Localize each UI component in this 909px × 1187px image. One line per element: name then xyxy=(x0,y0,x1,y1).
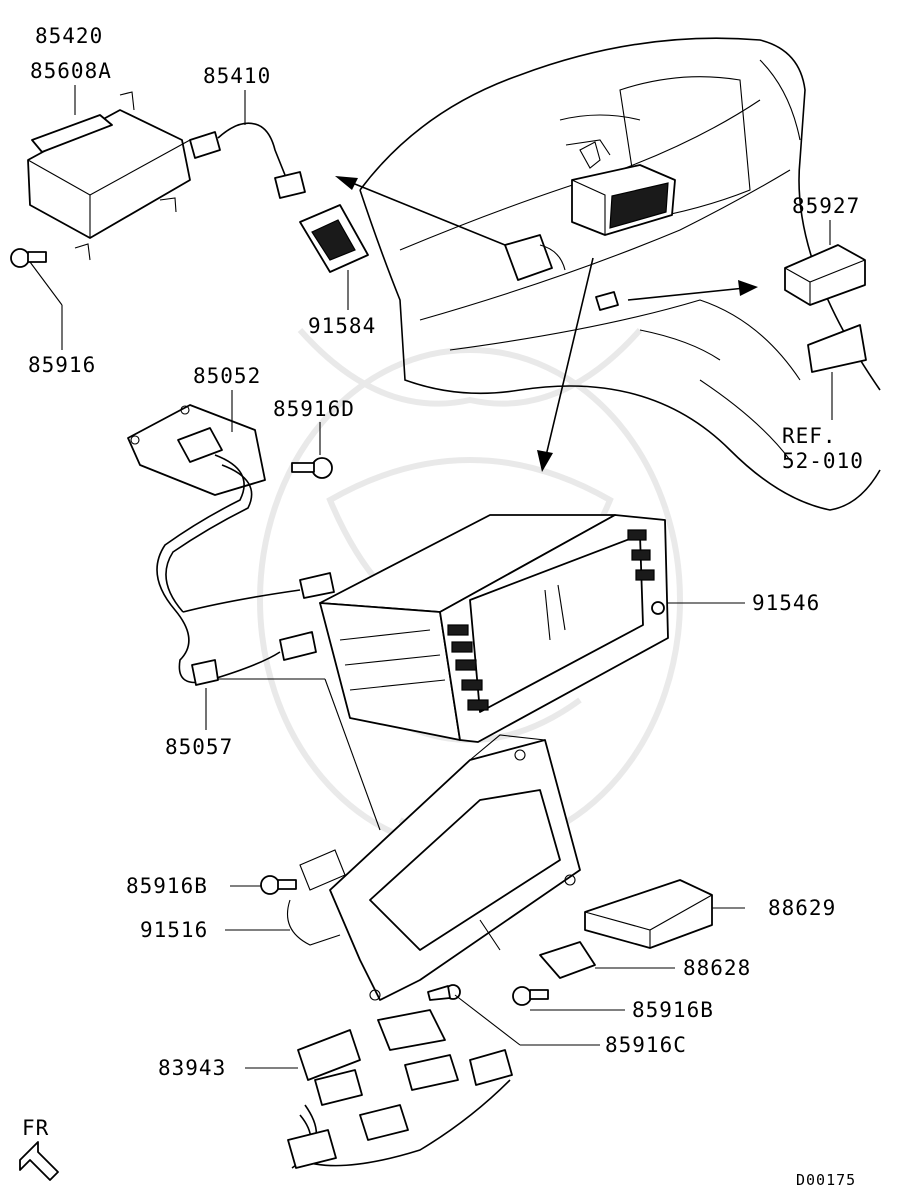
socket-91584 xyxy=(299,204,369,273)
label-88628: 88628 xyxy=(683,956,751,980)
label-88629: 88629 xyxy=(768,896,836,920)
label-85052: 85052 xyxy=(193,364,261,388)
screw-85916B-left xyxy=(260,875,297,895)
pointer-arrows xyxy=(335,176,758,472)
callout-labels: 85420 85608A 85410 85916 91584 85927 REF… xyxy=(22,24,864,1187)
bracket-frame-91516 xyxy=(286,734,581,1001)
label-85916: 85916 xyxy=(28,353,96,377)
module-85420 xyxy=(27,91,191,261)
dash-mounted-unit xyxy=(504,139,676,311)
label-85608A: 85608A xyxy=(30,59,112,83)
screw-85916C xyxy=(427,984,461,1001)
label-91584: 91584 xyxy=(308,314,376,338)
head-unit-91546 xyxy=(319,514,669,743)
label-85916C: 85916C xyxy=(605,1033,687,1057)
label-fr: FR xyxy=(22,1116,49,1140)
label-91516: 91516 xyxy=(140,918,208,942)
bracket-85052 xyxy=(127,404,266,496)
harness-85057 xyxy=(156,454,335,686)
screw-85916D xyxy=(291,457,333,479)
screw-85916 xyxy=(10,248,47,268)
label-ref-number: 52-010 xyxy=(782,449,864,473)
label-85916B-right: 85916B xyxy=(632,998,714,1022)
label-85410: 85410 xyxy=(203,64,271,88)
label-ref: REF. xyxy=(782,424,837,448)
label-85916D: 85916D xyxy=(273,397,355,421)
cable-85410 xyxy=(189,122,306,199)
label-83943: 83943 xyxy=(158,1056,226,1080)
label-85420: 85420 xyxy=(35,24,103,48)
screw-85916B-right xyxy=(512,986,549,1006)
label-91546: 91546 xyxy=(752,591,820,615)
label-85916B-left: 85916B xyxy=(126,874,208,898)
bracket-88628 xyxy=(539,941,596,979)
harness-83943 xyxy=(287,1009,513,1169)
label-85927: 85927 xyxy=(792,194,860,218)
module-88629 xyxy=(584,879,713,949)
leader-lines xyxy=(29,85,833,1069)
diagram-code: D00175 xyxy=(796,1171,856,1187)
label-85057: 85057 xyxy=(165,735,233,759)
relay-85927 xyxy=(784,244,867,373)
front-direction-arrow-icon xyxy=(19,1141,59,1181)
